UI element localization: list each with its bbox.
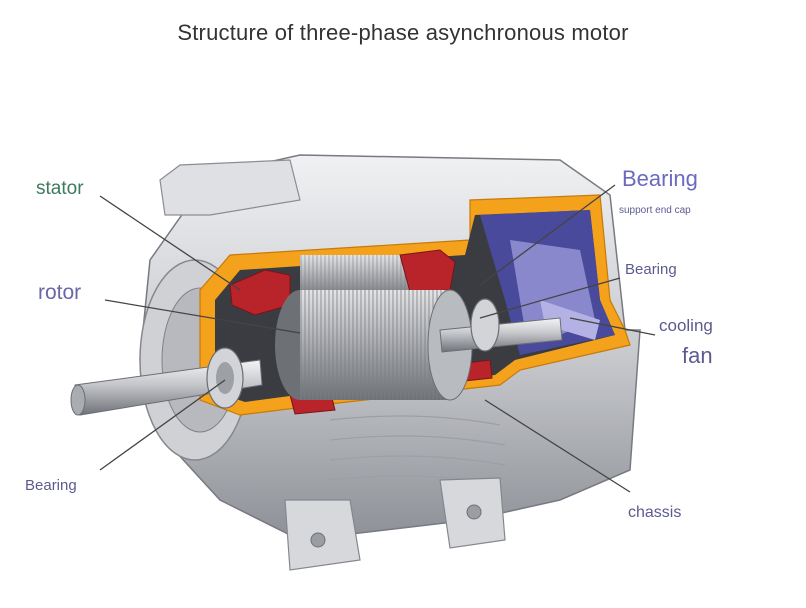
label-fan: fan xyxy=(682,343,713,368)
label-bearing-support-subtitle: support end cap xyxy=(619,205,691,216)
diagram-title: Structure of three-phase asynchronous mo… xyxy=(177,20,629,45)
leader-stator xyxy=(99,195,241,291)
label-bearing-support: Bearing xyxy=(622,166,698,191)
leader-rotor xyxy=(104,299,301,334)
label-bearing-left: Bearing xyxy=(25,477,77,494)
label-stator: stator xyxy=(36,178,84,199)
label-rotor: rotor xyxy=(38,281,82,304)
label-cooling: cooling xyxy=(659,316,713,335)
stator-windings xyxy=(229,249,493,415)
cooling-fan xyxy=(480,210,615,355)
leader-lines xyxy=(99,184,656,493)
rotor-assembly xyxy=(275,289,473,401)
motor-feet xyxy=(284,477,506,571)
bearings xyxy=(206,298,500,409)
leader-bearing-support xyxy=(479,184,616,286)
leader-bearing-left xyxy=(99,379,226,471)
leader-chassis xyxy=(484,399,631,493)
label-bearing-right: Bearing xyxy=(625,261,677,278)
label-chassis: chassis xyxy=(628,504,682,521)
leader-bearing-right xyxy=(479,277,621,319)
leader-cooling-fan xyxy=(569,317,656,336)
